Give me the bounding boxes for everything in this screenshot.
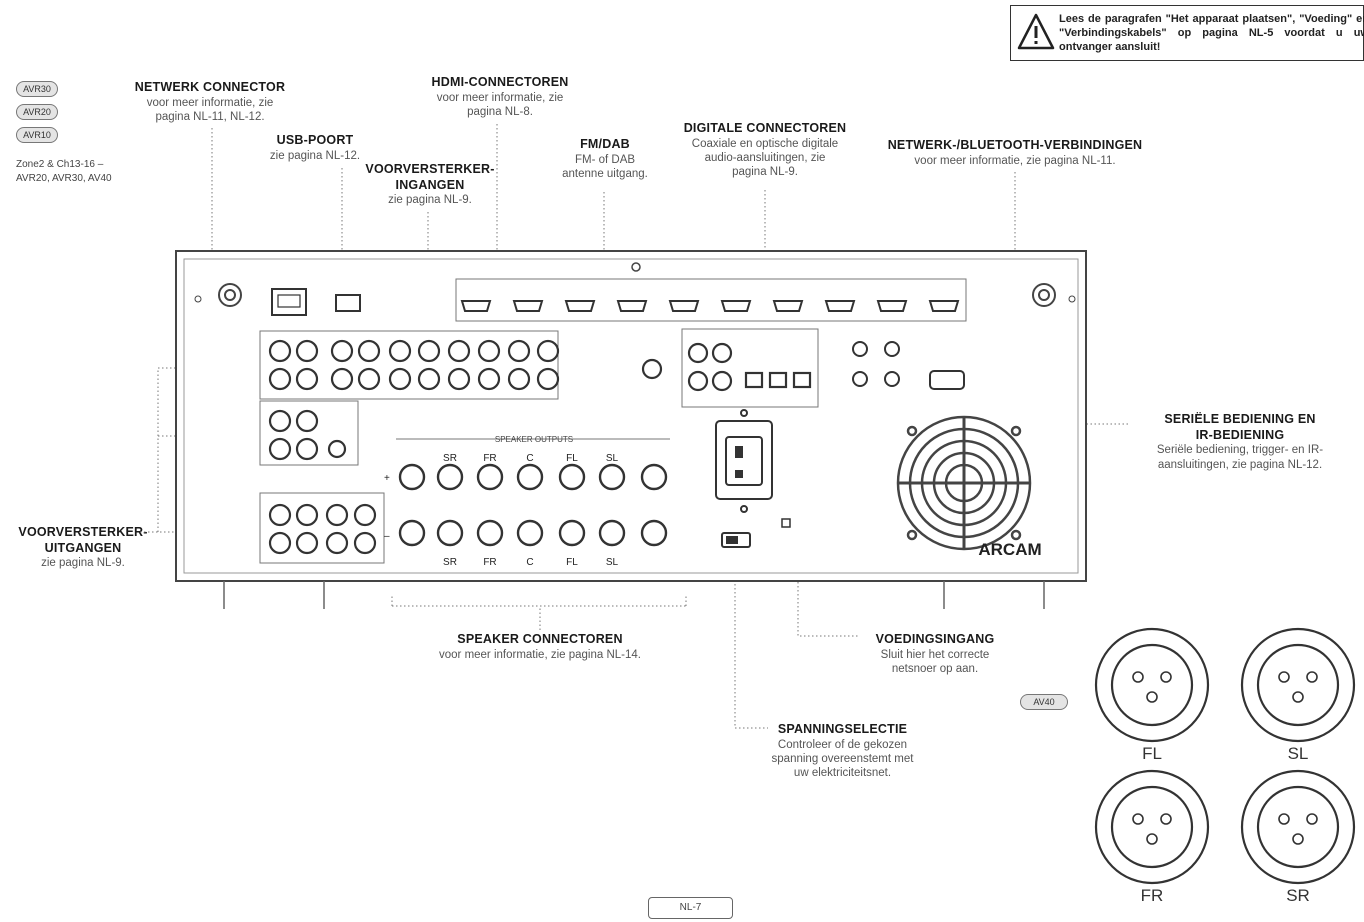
warning-text: Lees de paragrafen "Het apparaat plaatse…: [1059, 13, 1364, 53]
fm-dab-desc-1: FM- of DAB: [574, 153, 636, 166]
rca-preamp-inputs: [259, 330, 560, 400]
speaker-connectoren-title: SPEAKER CONNECTOREN: [457, 632, 623, 646]
digitale-desc-3: pagina NL-9.: [732, 166, 798, 179]
trigger-ir-jacks: [852, 341, 900, 387]
xlr-label-fr: FR: [1141, 886, 1164, 905]
spk-bot-c: C: [526, 557, 533, 568]
digital-audio-inputs: [681, 328, 819, 408]
callout-spanningselectie: SPANNINGSELECTIE Controleer of de gekoze…: [750, 722, 935, 781]
rs232-port: [929, 370, 965, 390]
fm-dab-title: FM/DAB: [580, 137, 630, 151]
seriele-title-1: SERIËLE BEDIENING EN: [1164, 412, 1316, 426]
netwerk-connector-desc-2: pagina NL-11, NL-12.: [155, 111, 265, 123]
callout-netwerk-bluetooth: NETWERK-/BLUETOOTH-VERBINDINGEN voor mee…: [870, 138, 1160, 168]
model-badge-avr10: AVR10: [16, 127, 58, 143]
leader-speaker-connectoren: [391, 596, 687, 630]
receiver-rear-panel: SPEAKER OUTPUTS + – SR FR C FL SL SR FR …: [175, 250, 1087, 609]
usb-port: [335, 294, 361, 312]
fm-dab-antenna: [641, 358, 663, 380]
fm-dab-desc-2: antenne uitgang.: [562, 168, 648, 180]
spk-top-sl: SL: [606, 453, 619, 464]
digitale-title: DIGITALE CONNECTOREN: [683, 121, 847, 135]
callout-hdmi-connectoren: HDMI-CONNECTOREN voor meer informatie, z…: [420, 75, 580, 119]
callout-seriele-bediening: SERIËLE BEDIENING EN IR-BEDIENING Seriël…: [1130, 412, 1350, 472]
voedingsingang-title: VOEDINGSINGANG: [875, 632, 995, 646]
voorv-ingangen-title-2: INGANGEN: [395, 177, 465, 192]
seriele-title-2: IR-BEDIENING: [1195, 427, 1285, 442]
spk-top-sr: SR: [443, 453, 457, 464]
speaker-connectoren-desc: voor meer informatie, zie pagina NL-14.: [439, 648, 641, 661]
xlr-label-fl: FL: [1142, 744, 1162, 763]
wifi-antenna-left: [218, 283, 242, 307]
hdmi-desc-2: pagina NL-8.: [467, 106, 533, 118]
brand-logo: ARCAM: [978, 540, 1041, 559]
model-badge-avr30: AVR30: [16, 81, 58, 97]
callout-speaker-connectoren: SPEAKER CONNECTOREN voor meer informatie…: [410, 632, 670, 662]
hdmi-title: HDMI-CONNECTOREN: [431, 75, 569, 89]
callout-digitale-connectoren: DIGITALE CONNECTOREN Coaxiale en optisch…: [670, 121, 860, 180]
seriele-desc-2: aansluitingen, zie pagina NL-12.: [1157, 458, 1323, 471]
spanningselectie-desc-1: Controleer of de gekozen: [777, 738, 908, 751]
leader-hdmi: [461, 124, 966, 276]
model-badge-av40: AV40: [1020, 694, 1068, 710]
warning-triangle-icon: [1017, 13, 1055, 50]
callout-voedingsingang: VOEDINGSINGANG Sluit hier het correcte n…: [860, 632, 1010, 676]
zone-note-line1: Zone2 & Ch13-16 –: [16, 159, 104, 170]
bluetooth-antenna-right: [1032, 283, 1056, 307]
leader-fm-dab: [603, 192, 652, 351]
voorv-uitgangen-desc: zie pagina NL-9.: [41, 557, 125, 570]
voorv-ingangen-title-1: VOORVERSTERKER-: [365, 162, 495, 176]
ethernet-port: [271, 288, 307, 316]
rca-preamp-outputs: [259, 492, 385, 564]
voedingsingang-desc-1: Sluit hier het correcte: [880, 648, 990, 661]
model-badge-avr20: AVR20: [16, 104, 58, 120]
voorv-uitgangen-title-1: VOORVERSTERKER-: [18, 525, 148, 539]
voorv-uitgangen-title-2: UITGANGEN: [44, 540, 122, 555]
zone-note-line2: AVR20, AVR30, AV40: [16, 173, 112, 184]
seriele-desc-1: Seriële bediening, trigger- en IR-: [1156, 444, 1324, 457]
digitale-desc-2: audio-aansluitingen, zie: [704, 152, 826, 164]
usb-poort-title: USB-POORT: [276, 133, 354, 147]
callout-voorversterker-uitgangen: VOORVERSTERKER- UITGANGEN zie pagina NL-…: [8, 525, 158, 571]
xlr-label-sl: SL: [1288, 744, 1309, 763]
callout-voorversterker-ingangen: VOORVERSTERKER- INGANGEN zie pagina NL-9…: [360, 162, 500, 208]
netwerk-connector-desc-1: voor meer informatie, zie: [146, 96, 274, 109]
spanningselectie-title: SPANNINGSELECTIE: [777, 722, 908, 736]
netwerk-bluetooth-title: NETWERK-/BLUETOOTH-VERBINDINGEN: [887, 138, 1143, 152]
warning-box: Lees de paragrafen "Het apparaat plaatse…: [1010, 5, 1364, 61]
speaker-terminals: [398, 463, 668, 547]
spk-bot-sl: SL: [606, 557, 619, 568]
rca-zone-outputs: [259, 400, 359, 466]
leader-spanningselectie: [734, 560, 768, 729]
page-number: NL-7: [648, 897, 733, 919]
spanningselectie-desc-3: uw elektriciteitsnet.: [793, 767, 892, 780]
usb-poort-desc: zie pagina NL-12.: [269, 149, 361, 162]
callout-netwerk-connector: NETWERK CONNECTOR voor meer informatie, …: [120, 80, 300, 124]
hdmi-connectors: [460, 300, 960, 312]
spk-bot-sr: SR: [443, 557, 457, 568]
spk-top-fr: FR: [483, 453, 496, 464]
netwerk-bluetooth-desc: voor meer informatie, zie pagina NL-11.: [914, 154, 1116, 167]
plus-label: +: [384, 473, 390, 484]
power-inlet: [715, 409, 773, 513]
spk-top-c: C: [526, 453, 533, 464]
spanningselectie-desc-2: spanning overeenstemt met: [771, 753, 914, 765]
hdmi-desc-1: voor meer informatie, zie: [436, 91, 564, 104]
xlr-outputs: FL SL FR SR: [1094, 627, 1356, 905]
netwerk-connector-title: NETWERK CONNECTOR: [134, 80, 286, 94]
callout-fm-dab: FM/DAB FM- of DAB antenne uitgang.: [540, 137, 670, 181]
spk-bot-fr: FR: [483, 557, 496, 568]
voorv-ingangen-desc: zie pagina NL-9.: [388, 194, 472, 207]
spk-bot-fl: FL: [566, 557, 578, 568]
callout-usb-poort: USB-POORT zie pagina NL-12.: [250, 133, 380, 163]
voedingsingang-desc-2: netsnoer op aan.: [891, 663, 979, 675]
cooling-fan: [896, 415, 1032, 551]
xlr-label-sr: SR: [1286, 886, 1310, 905]
speaker-outputs-label: SPEAKER OUTPUTS: [495, 435, 573, 444]
spk-top-fl: FL: [566, 453, 578, 464]
digitale-desc-1: Coaxiale en optische digitale: [691, 137, 839, 150]
minus-label: –: [384, 531, 390, 542]
